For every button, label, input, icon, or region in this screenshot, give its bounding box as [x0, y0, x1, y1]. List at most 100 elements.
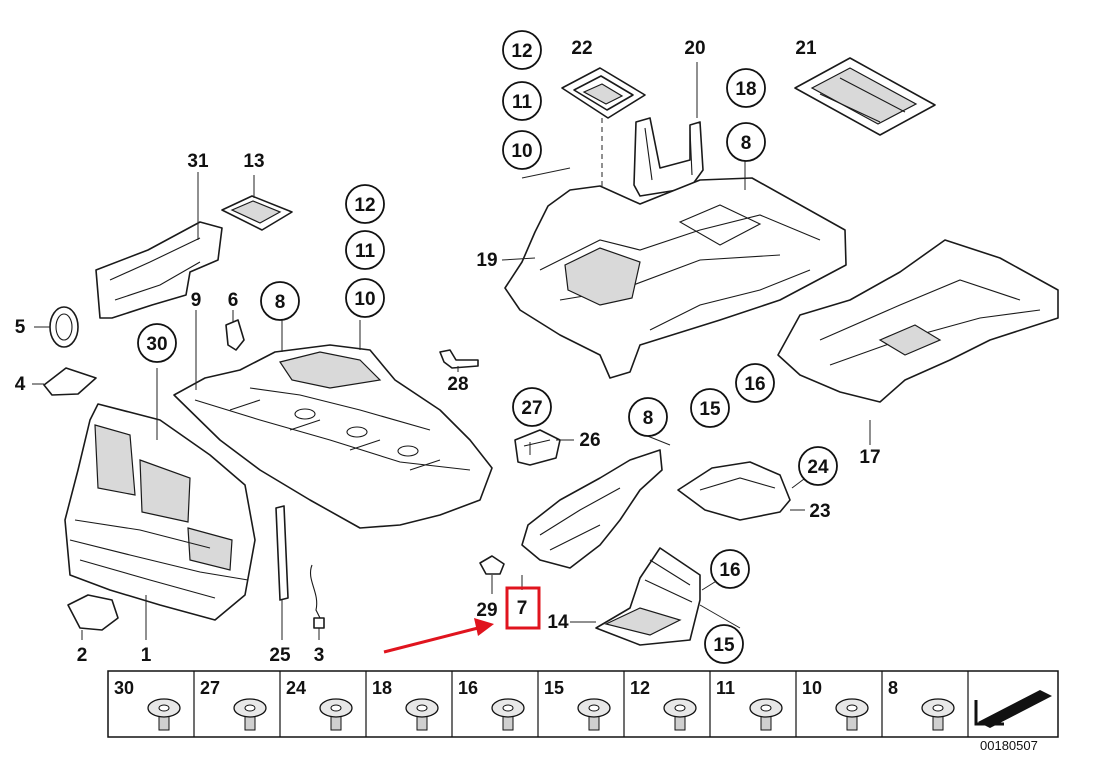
legend-cell-label: 27 [200, 678, 220, 698]
legend-cell: 18 [372, 671, 453, 737]
fastener-icon [147, 698, 181, 731]
label-26: 26 [579, 430, 600, 451]
callout-c16a: 16 [735, 363, 775, 403]
fastener-icon [749, 698, 783, 731]
fastener-icon [491, 698, 525, 731]
callout-text: 16 [719, 560, 740, 581]
part-28-clip [439, 349, 479, 369]
fastener-icon [233, 698, 267, 731]
label-6: 6 [228, 290, 239, 311]
label-19: 19 [476, 250, 497, 271]
legend-cell: 8 [888, 671, 969, 737]
fastener-icon [577, 698, 611, 731]
fastener-icon [319, 698, 353, 731]
callout-text: 8 [275, 292, 286, 313]
part-29-clip [479, 555, 505, 575]
fastener-icon [835, 698, 869, 731]
legend-cell: 16 [458, 671, 539, 737]
legend-cell: 27 [200, 671, 281, 737]
callout-text: 10 [511, 141, 532, 162]
callout-c24: 24 [798, 446, 838, 486]
label-13: 13 [243, 151, 264, 172]
reference-number: 00180507 [980, 738, 1038, 753]
part-5-ring [49, 306, 79, 348]
callout-text: 18 [735, 79, 756, 100]
label-28: 28 [447, 374, 468, 395]
part-21-duct [794, 57, 936, 136]
label-21: 21 [795, 38, 817, 59]
callout-text: 11 [512, 92, 533, 113]
highlight-box-part-7 [505, 586, 541, 630]
part-8-side-panel [521, 449, 663, 569]
callout-text: 15 [699, 399, 721, 420]
callout-c30: 30 [137, 323, 177, 363]
part-6-clip [225, 319, 245, 351]
part-9-front-underbody [173, 344, 493, 529]
legend-cell-label: 18 [372, 678, 392, 698]
legend-cell: 30 [114, 671, 195, 737]
callout-text: 11 [355, 241, 376, 262]
label-5: 5 [15, 317, 26, 338]
part-25-strip [275, 505, 289, 601]
callout-c12a: 12 [502, 30, 542, 70]
legend-cell: 24 [286, 671, 367, 737]
legend-cell-label: 11 [716, 678, 735, 698]
callout-text: 8 [741, 133, 752, 154]
legend-cell-label: 15 [544, 678, 564, 698]
callout-c8a: 8 [726, 122, 766, 162]
callout-text: 12 [354, 195, 375, 216]
callout-text: 8 [643, 408, 654, 429]
callout-text: 15 [713, 635, 735, 656]
callout-c11a: 11 [502, 81, 542, 121]
part-4-cap [43, 367, 97, 396]
legend-cell: 10 [802, 671, 883, 737]
callout-c15b: 15 [704, 624, 744, 664]
callout-text: 24 [807, 457, 829, 478]
callout-c15a: 15 [690, 388, 730, 428]
label-23: 23 [809, 501, 830, 522]
callout-text: 27 [521, 398, 542, 419]
callout-c16b: 16 [710, 549, 750, 589]
callout-c8b: 8 [260, 281, 300, 321]
legend-cell: 11 [716, 671, 797, 737]
label-14: 14 [547, 612, 569, 633]
label-20: 20 [684, 38, 705, 59]
label-31: 31 [187, 151, 209, 172]
part-13-cover [221, 195, 293, 231]
label-2: 2 [77, 645, 88, 666]
callout-c10a: 10 [502, 130, 542, 170]
legend-cell-label: 24 [286, 678, 306, 698]
fastener-icon [921, 698, 955, 731]
legend-cell-label: 10 [802, 678, 822, 698]
callout-c10b: 10 [345, 278, 385, 318]
callout-c27: 27 [512, 387, 552, 427]
part-17-rear-panel [777, 239, 1059, 403]
callout-text: 16 [744, 374, 765, 395]
legend-cell-label: 30 [114, 678, 134, 698]
red-arrow [383, 618, 494, 654]
callout-text: 30 [146, 334, 167, 355]
part-26-bracket [514, 429, 561, 466]
part-20-bracket [633, 117, 704, 197]
part-19-underbody-panel [504, 177, 847, 379]
legend-cell-label: 8 [888, 678, 898, 698]
label-17: 17 [859, 447, 880, 468]
part-2-cover [67, 594, 119, 631]
callout-c12b: 12 [345, 184, 385, 224]
part-31-bracket [95, 221, 223, 319]
legend-direction-arrow-icon [974, 690, 1052, 728]
part-23-bracket [677, 461, 791, 521]
part-22-gasket [561, 67, 646, 119]
callout-text: 12 [511, 41, 532, 62]
legend-cell-label: 12 [630, 678, 650, 698]
part-1-air-duct [64, 403, 256, 621]
fastener-icon [663, 698, 697, 731]
legend-cell: 12 [630, 671, 711, 737]
fastener-icon [405, 698, 439, 731]
callout-c11b: 11 [345, 230, 385, 270]
label-4: 4 [15, 374, 26, 395]
callout-c8c: 8 [628, 397, 668, 437]
label-1: 1 [141, 645, 152, 666]
